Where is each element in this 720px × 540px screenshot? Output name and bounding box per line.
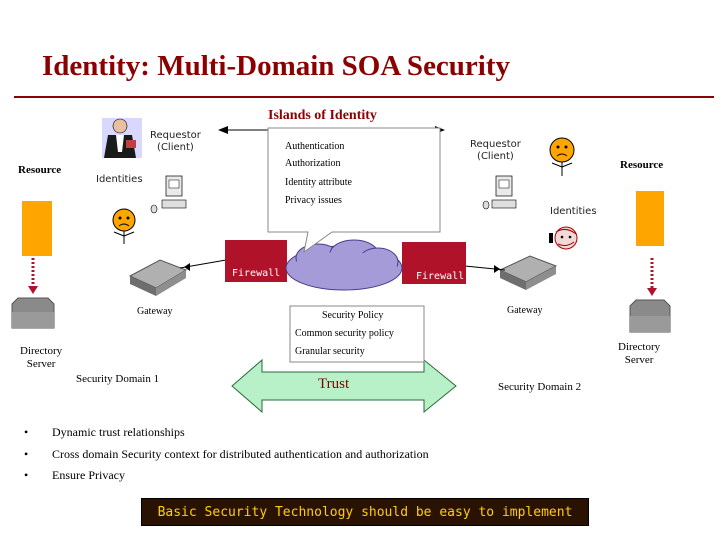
issue-identity-attribute: Identity attribute bbox=[285, 177, 352, 188]
identities-right-label: Identities bbox=[550, 206, 597, 217]
connector-right-resource-directory bbox=[647, 258, 657, 296]
requestor-left-figure bbox=[102, 118, 142, 158]
firewall-left bbox=[225, 240, 287, 282]
resource-left-label: Resource bbox=[18, 164, 62, 176]
security-domain-1-label: Security Domain 1 bbox=[76, 373, 160, 385]
resource-right-label: Resource bbox=[620, 159, 664, 171]
identities-computer-right bbox=[482, 175, 517, 210]
bullet-glyph: • bbox=[24, 425, 29, 439]
directory-server-left bbox=[11, 297, 55, 329]
issues-bubble bbox=[267, 127, 441, 254]
bullet-glyph: • bbox=[24, 447, 29, 461]
policy-common-security: Common security policy bbox=[295, 328, 394, 339]
network-cloud bbox=[285, 239, 403, 291]
title-divider bbox=[14, 96, 714, 98]
bullet-item: Dynamic trust relationships bbox=[52, 425, 185, 439]
identities-computer-left bbox=[150, 175, 187, 214]
resource-block-left bbox=[22, 201, 52, 256]
policy-security-policy: Security Policy bbox=[322, 310, 384, 321]
security-domain-2-label: Security Domain 2 bbox=[498, 381, 582, 393]
policy-box bbox=[289, 305, 425, 363]
connector-left-resource-directory bbox=[28, 258, 38, 294]
bullet-glyph: • bbox=[24, 468, 29, 482]
page-title: Identity: Multi-Domain SOA Security bbox=[42, 50, 511, 82]
requestor-right-label: Requestor (Client) bbox=[470, 139, 521, 162]
gateway-left-label: Gateway bbox=[137, 306, 173, 317]
directory-server-right bbox=[629, 299, 671, 333]
issue-authentication: Authentication bbox=[285, 141, 345, 152]
gateway-right-icon bbox=[498, 255, 558, 290]
issue-authorization: Authorization bbox=[285, 158, 341, 169]
summary-banner: Basic Security Technology should be easy… bbox=[141, 498, 589, 526]
directory-server-right-label: Directory Server bbox=[618, 341, 661, 366]
trust-arrow bbox=[231, 358, 457, 414]
firewall-right bbox=[402, 242, 466, 284]
firewall-right-label: Firewall bbox=[416, 271, 465, 282]
firewall-left-label: Firewall bbox=[232, 268, 281, 279]
identity-figure-right bbox=[549, 226, 578, 250]
gateway-left-icon bbox=[128, 259, 188, 296]
identities-left-label: Identities bbox=[96, 174, 143, 185]
policy-granular-security: Granular security bbox=[295, 346, 365, 357]
identity-face-left bbox=[112, 208, 136, 244]
requestor-right-figure bbox=[549, 137, 575, 176]
trust-label: Trust bbox=[318, 376, 350, 392]
gateway-right-label: Gateway bbox=[507, 305, 543, 316]
islands-label: Islands of Identity bbox=[268, 108, 377, 123]
bullet-item: Ensure Privacy bbox=[52, 468, 125, 482]
bullet-item: Cross domain Security context for distri… bbox=[52, 447, 429, 461]
directory-server-left-label: Directory Server bbox=[20, 345, 63, 370]
requestor-left-label: Requestor (Client) bbox=[150, 130, 201, 153]
resource-block-right bbox=[636, 191, 664, 246]
issue-privacy: Privacy issues bbox=[285, 195, 342, 206]
